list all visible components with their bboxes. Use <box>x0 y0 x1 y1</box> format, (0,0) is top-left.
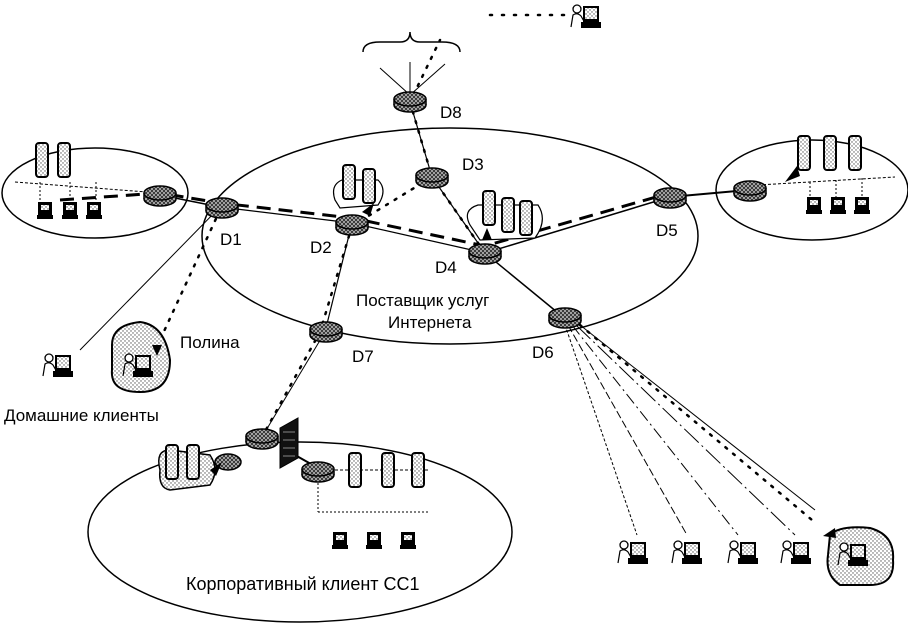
corp-server-3-icon <box>411 452 425 488</box>
router-d2-icon[interactable] <box>335 214 369 236</box>
dialup-user-3-icon <box>727 540 759 565</box>
d4-server-cluster <box>466 190 543 241</box>
router-d5-label: D5 <box>656 221 678 240</box>
right-ws-3-icon <box>854 197 870 214</box>
corporate-edge-router-icon[interactable] <box>245 428 279 450</box>
router-d6-label: D6 <box>532 343 554 362</box>
corporate-lan-router-icon[interactable] <box>301 461 335 483</box>
right-server-1-icon <box>797 135 811 171</box>
router-d7-label: D7 <box>352 347 374 366</box>
router-d3-icon[interactable] <box>415 167 449 189</box>
remote-user-icon <box>570 4 602 29</box>
router-d3-label: D3 <box>462 155 484 174</box>
left-lan-boundary <box>1 147 189 239</box>
router-d5-icon[interactable] <box>653 187 687 209</box>
corp-cloud-servers <box>158 444 242 491</box>
router-d4-label: D4 <box>435 258 457 277</box>
left-ws-1-icon <box>37 202 53 219</box>
brace <box>362 31 461 53</box>
dialup-user-1-icon <box>617 540 649 565</box>
home-user-icon <box>42 353 74 378</box>
right-ws-2-icon <box>830 197 846 214</box>
corp-server-1-icon <box>348 452 362 488</box>
router-d8-icon[interactable] <box>393 91 427 113</box>
corp-ws-3-icon <box>400 532 416 549</box>
router-d1-icon[interactable] <box>205 197 239 219</box>
corp-server-2-icon <box>381 452 395 488</box>
provider-network-boundary <box>201 127 699 345</box>
right-server-2-icon <box>823 135 837 171</box>
left-ws-2-icon <box>62 202 78 219</box>
polina-label: Полина <box>180 333 240 352</box>
router-d1-label: D1 <box>220 230 242 249</box>
right-server-3-icon <box>848 135 862 171</box>
corporate-network-boundary <box>87 441 513 623</box>
provider-label-line1: Поставщик услуг <box>356 291 489 310</box>
d2-server-cluster <box>332 164 384 209</box>
router-d2-label: D2 <box>310 238 332 257</box>
dialup-user-4-icon <box>780 540 812 565</box>
dialup-user-2-icon <box>671 540 703 565</box>
router-d4-icon[interactable] <box>468 243 502 265</box>
corp-ws-2-icon <box>366 532 382 549</box>
right-lan-router-icon[interactable] <box>733 180 767 202</box>
left-server-1-icon <box>35 142 49 178</box>
router-d6-icon[interactable] <box>548 307 582 329</box>
corporate-client-label: Корпоративный клиент СС1 <box>186 574 420 594</box>
router-d7-icon[interactable] <box>309 321 343 343</box>
dialup-user-5-highlighted <box>826 526 895 586</box>
arrows <box>152 166 836 538</box>
right-ws-1-icon <box>806 197 822 214</box>
left-ws-3-icon <box>86 202 102 219</box>
links <box>14 13 896 536</box>
polina-user <box>110 320 172 394</box>
left-lan-router-icon[interactable] <box>143 185 177 207</box>
left-server-2-icon <box>57 142 71 178</box>
router-d8-label: D8 <box>440 103 462 122</box>
right-lan-boundary <box>715 139 908 241</box>
firewall-icon <box>279 417 299 469</box>
corp-ws-1-icon <box>332 532 348 549</box>
home-clients-label: Домашние клиенты <box>4 406 159 425</box>
provider-label-line2: Интернета <box>388 313 472 332</box>
